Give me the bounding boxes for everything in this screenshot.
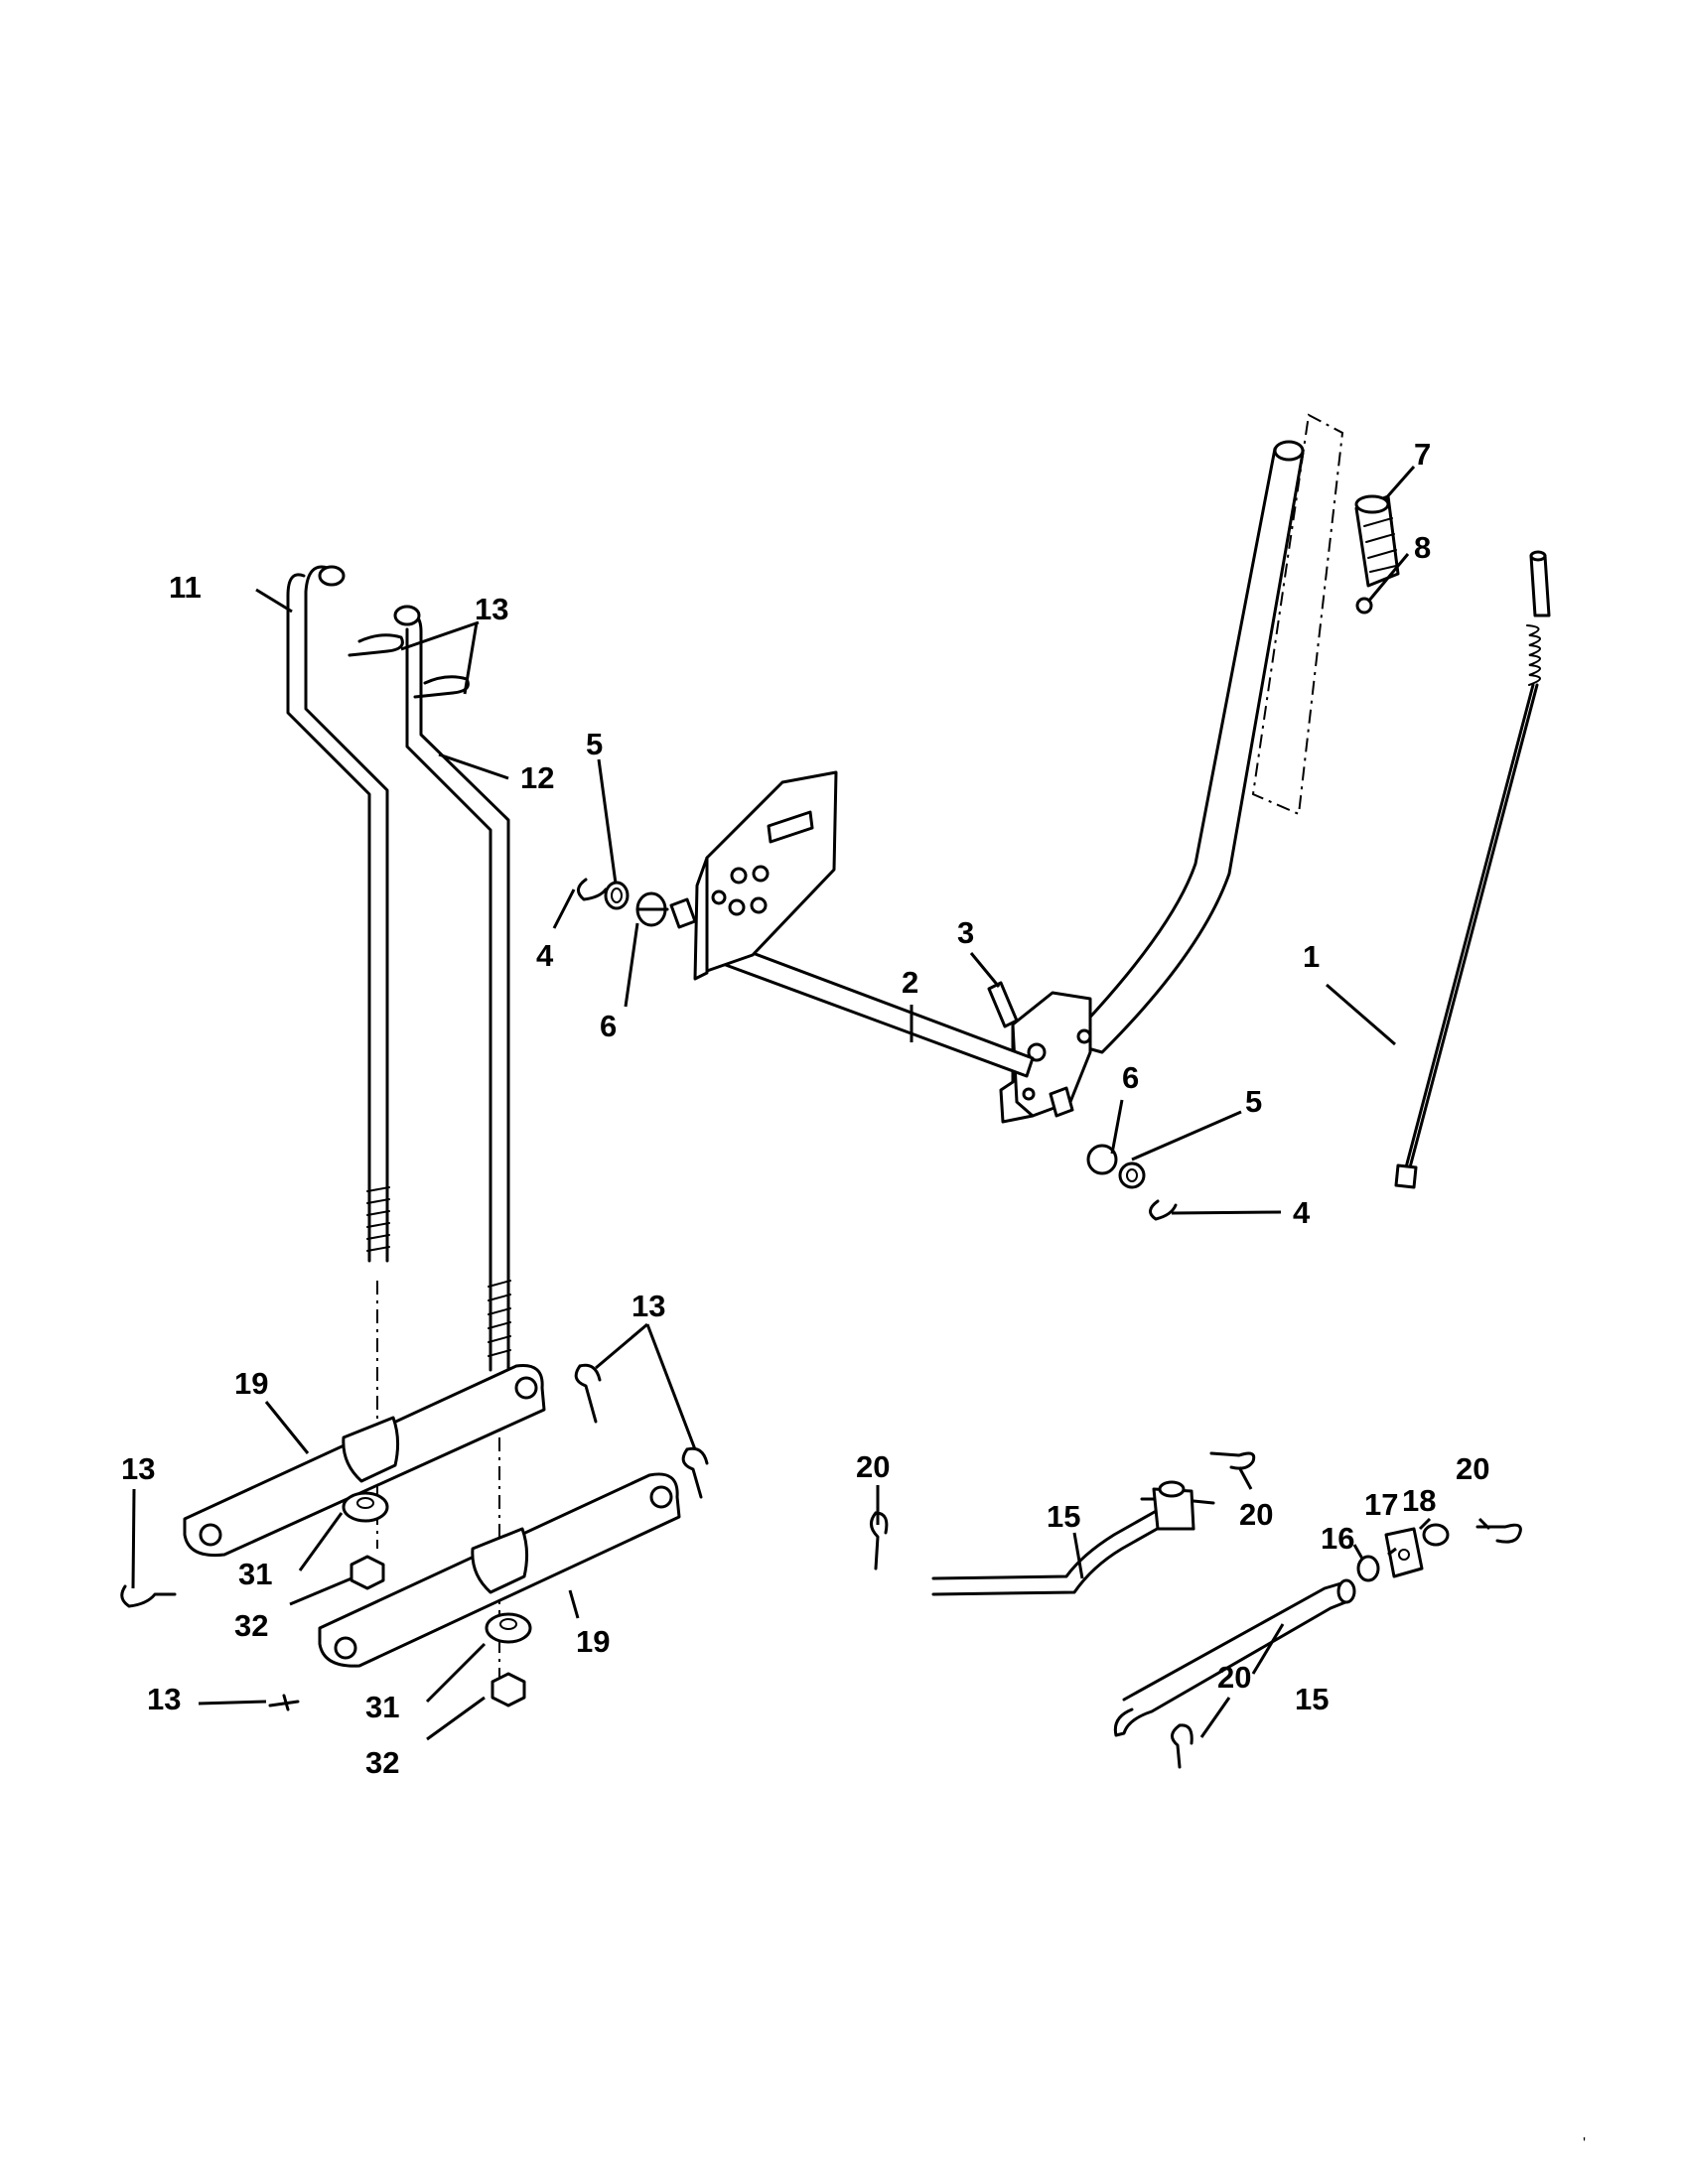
- callout-5-left: 5: [586, 727, 603, 761]
- callout-12: 12: [520, 760, 554, 795]
- lift-arm-lower: [318, 1472, 681, 1668]
- lift-handle: [1064, 440, 1305, 1054]
- right-bushing-group: [1049, 1086, 1178, 1221]
- callout-20-right: 20: [1456, 1451, 1489, 1486]
- callout-31-lower: 31: [365, 1690, 399, 1724]
- callout-19-upper: 19: [234, 1366, 268, 1401]
- handle-grip: [1354, 494, 1400, 614]
- callout-4-right: 4: [1293, 1195, 1311, 1230]
- handle-pivot-bracket: [999, 991, 1092, 1124]
- callout-13-left: 13: [121, 1451, 155, 1486]
- callout-5-right: 5: [1245, 1084, 1262, 1119]
- adjustment-rod-upper: [931, 1480, 1215, 1596]
- callout-32-lower: 32: [365, 1745, 399, 1780]
- callout-4-left: 4: [536, 938, 554, 973]
- callout-7: 7: [1414, 437, 1431, 472]
- callout-17: 17: [1364, 1487, 1398, 1522]
- callout-16: 16: [1321, 1521, 1354, 1556]
- callout-labels: 1 2 3 4 4 5 5 6 6 7 8 11 12 13 13 13 13 …: [121, 437, 1586, 2152]
- callout-13-top: 13: [475, 592, 508, 626]
- lift-arm-upper: [183, 1363, 546, 1558]
- callout-13-bottom: 13: [147, 1682, 181, 1716]
- callout-31-upper: 31: [238, 1557, 272, 1591]
- roll-pin: [987, 981, 1019, 1028]
- callout-3: 3: [957, 915, 974, 950]
- callout-11: 11: [169, 570, 202, 605]
- callout-15-upper: 15: [1047, 1499, 1080, 1534]
- arm-bushings-and-nuts: [342, 1491, 532, 1707]
- cable-rod: [1394, 550, 1551, 1189]
- lift-link-11: [286, 565, 390, 1263]
- callout-2: 2: [902, 965, 918, 1000]
- corner-mark: ': [1583, 2135, 1586, 2152]
- callout-13-mid: 13: [632, 1289, 665, 1323]
- callout-18: 18: [1402, 1483, 1436, 1518]
- lift-link-12: [393, 605, 511, 1372]
- callout-8: 8: [1414, 530, 1431, 565]
- callout-6-left: 6: [600, 1009, 617, 1043]
- callout-1: 1: [1303, 939, 1320, 974]
- left-bushing-group: [577, 878, 697, 929]
- callout-15-lower: 15: [1295, 1682, 1329, 1716]
- callout-20-left: 20: [856, 1449, 890, 1484]
- side-mount-plate: [693, 770, 838, 981]
- adjuster-hardware: [1356, 1523, 1450, 1582]
- callout-20-lower: 20: [1217, 1660, 1251, 1695]
- callout-6-right: 6: [1122, 1060, 1139, 1095]
- callout-32-upper: 32: [234, 1608, 268, 1643]
- lift-shaft: [709, 937, 1035, 1078]
- callout-20-upper: 20: [1239, 1497, 1273, 1532]
- leader-lines: [131, 466, 1491, 1741]
- callout-19-lower: 19: [576, 1624, 610, 1659]
- adjustment-rod-lower: [1113, 1578, 1356, 1737]
